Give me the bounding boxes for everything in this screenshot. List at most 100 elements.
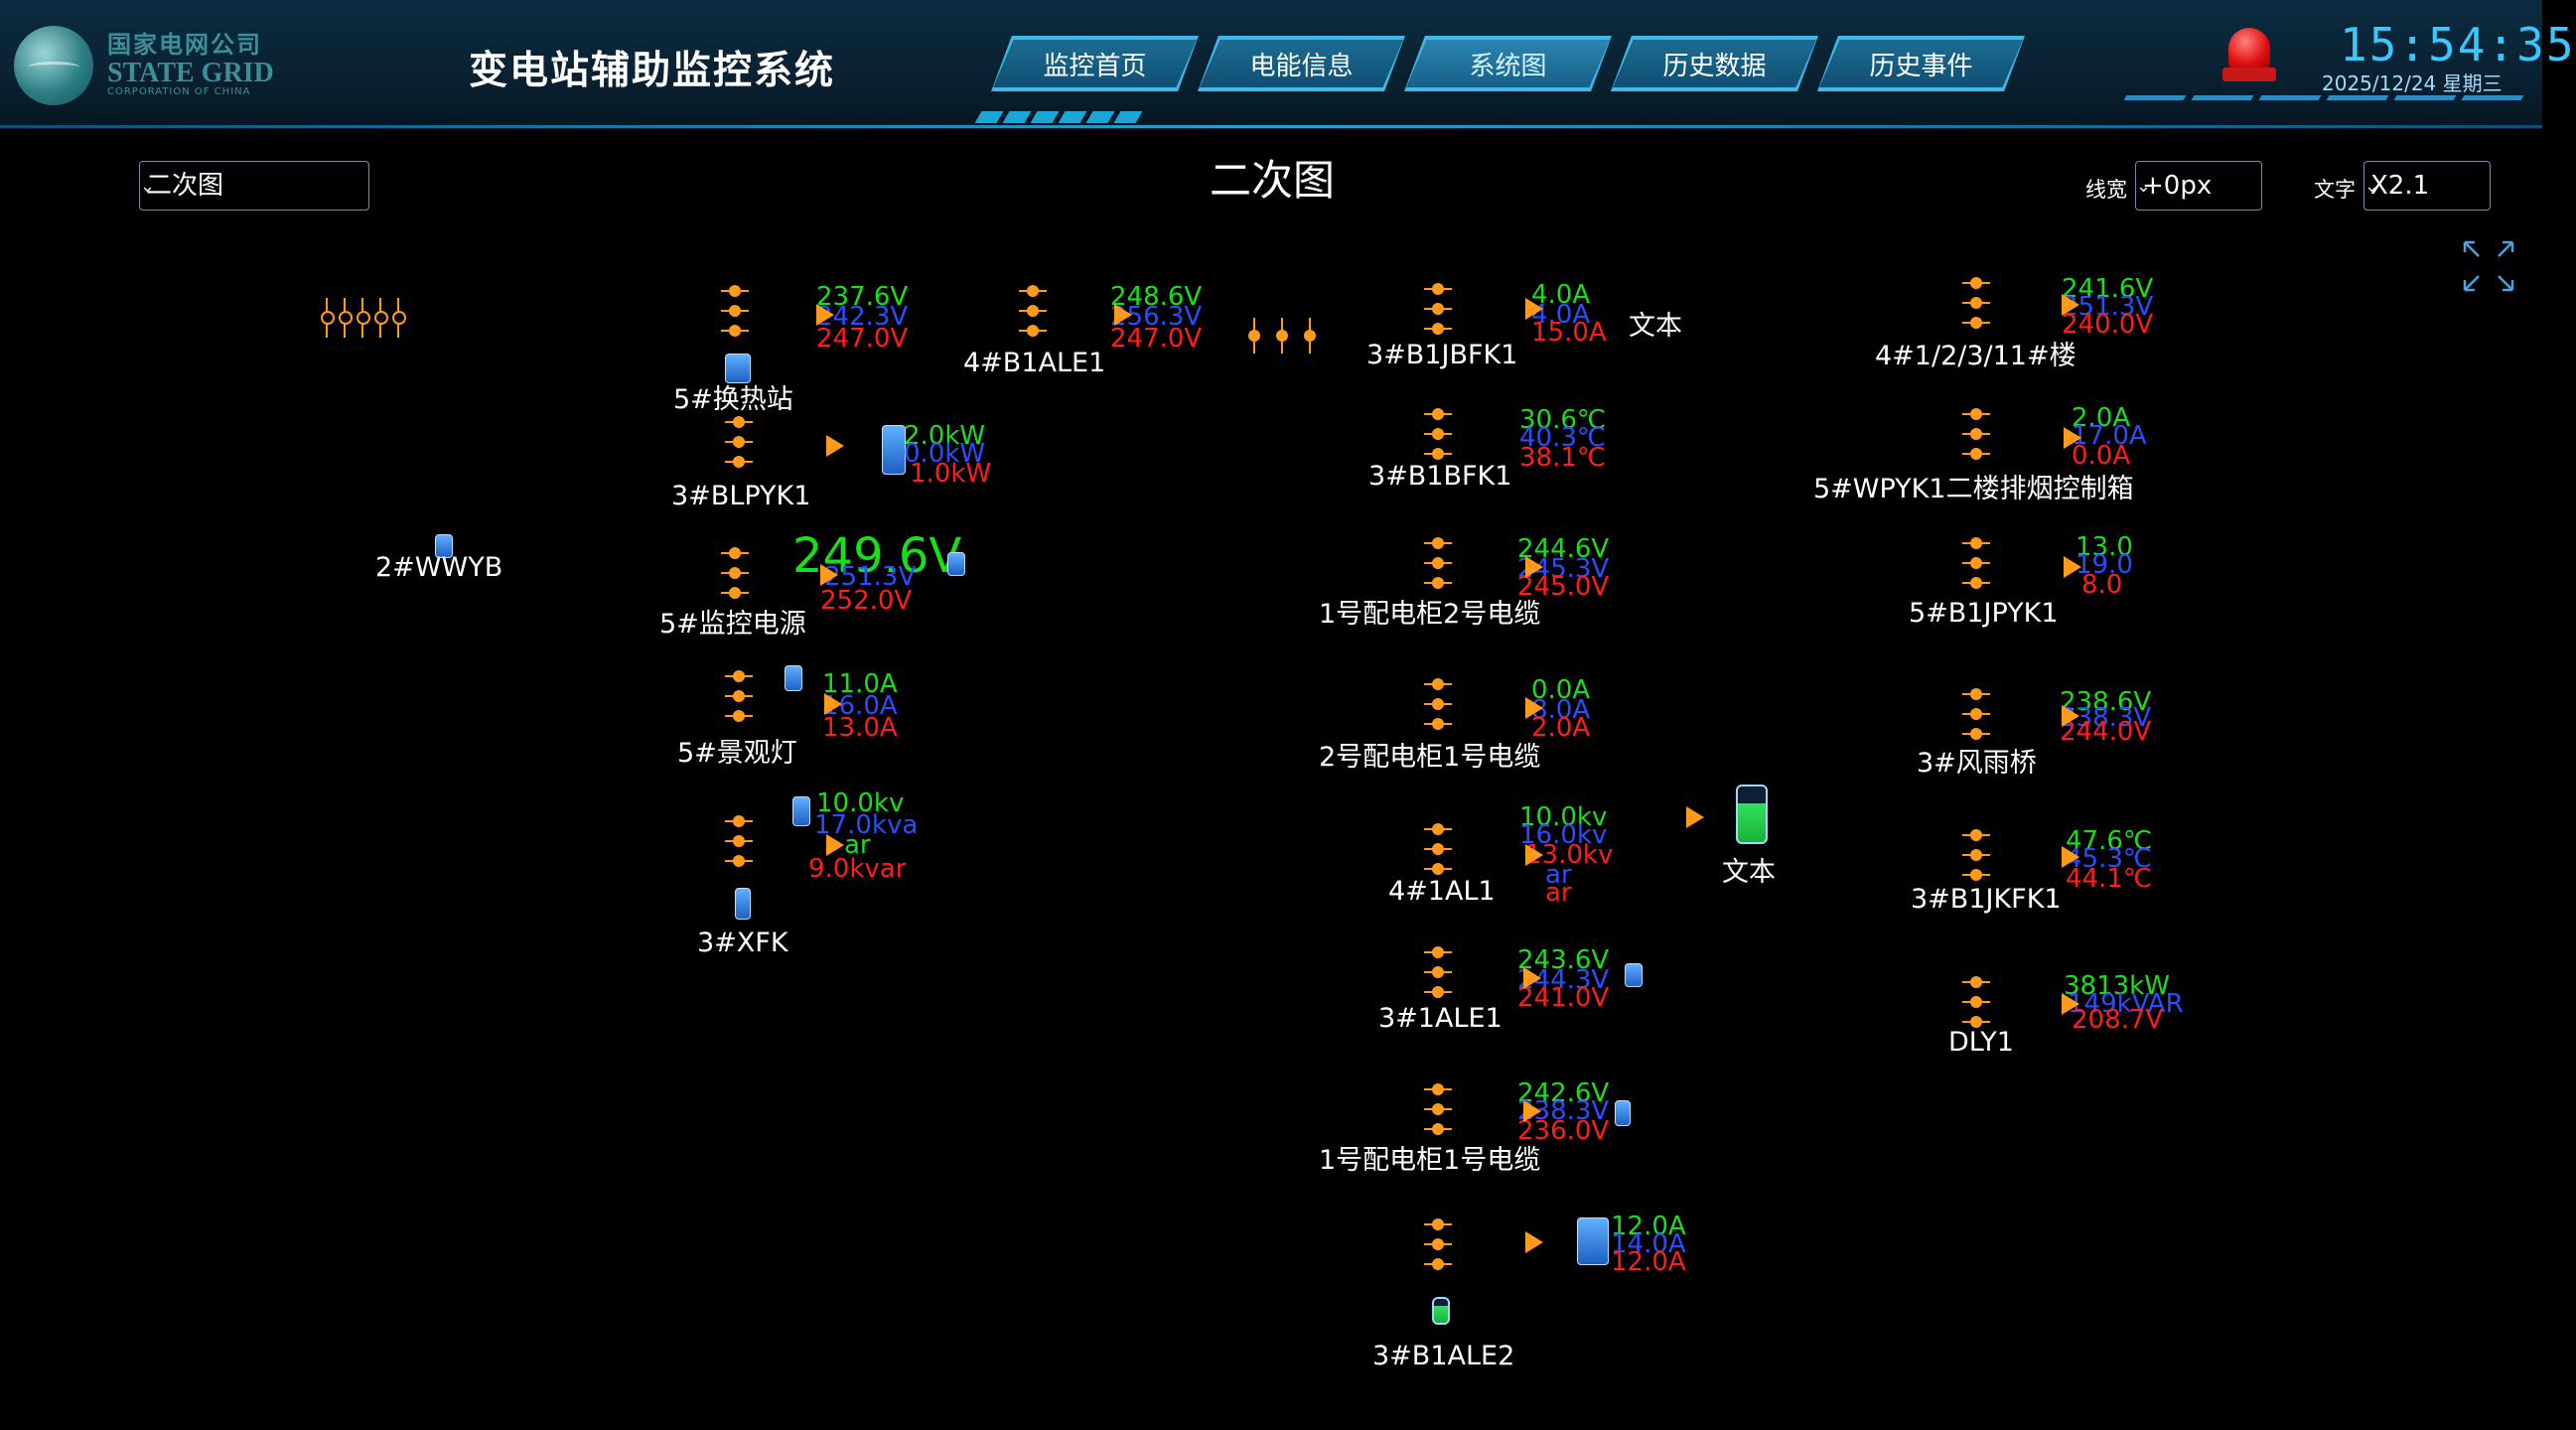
flow-arrow-icon — [1525, 298, 1543, 320]
meter-device-icon[interactable] — [1577, 1217, 1609, 1265]
value-reading: 40.3℃ — [1519, 423, 1607, 453]
chevron-down-icon: ⌄ — [140, 175, 156, 197]
value-reading: 2.0A — [1531, 713, 1591, 743]
value-reading: 3813kW — [2064, 971, 2170, 1001]
node-label[interactable]: 3#风雨桥 — [1917, 748, 2037, 779]
switch-stack-icon — [1424, 278, 1452, 338]
switch-stack-icon — [721, 280, 749, 340]
value-reading: 17.0A — [2072, 421, 2147, 451]
text-item[interactable]: 文本 — [1629, 311, 1682, 342]
node-label[interactable]: 5#监控电源 — [659, 609, 806, 640]
node-label[interactable]: 2#WWYB — [375, 552, 503, 583]
value-reading: 15.0A — [1531, 318, 1607, 348]
node-label[interactable]: 5#换热站 — [673, 384, 793, 415]
sensor-icon[interactable] — [792, 796, 810, 826]
flow-arrow-icon — [2062, 294, 2079, 316]
value-reading: 38.1℃ — [1519, 443, 1607, 473]
value-reading: 13.0 — [2075, 532, 2133, 562]
node-label[interactable]: 4#1/2/3/11#楼 — [1875, 341, 2076, 371]
nav-tab-energy[interactable]: 电能信息 — [1200, 40, 1403, 87]
device-icon[interactable] — [725, 354, 751, 383]
flow-arrow-icon — [1686, 806, 1704, 828]
nav-tab-system-diagram[interactable]: 系统图 — [1406, 40, 1610, 87]
device-icon[interactable] — [435, 534, 453, 558]
value-reading: 2.0A — [2072, 403, 2131, 433]
node-label[interactable]: 5#景观灯 — [677, 738, 797, 769]
text-size-select[interactable]: X2.1⌄ — [2363, 161, 2491, 211]
breaker-group-icon — [320, 298, 406, 338]
logo-line-3: CORPORATION OF CHINA — [107, 86, 251, 98]
device-icon[interactable] — [1625, 963, 1643, 987]
text-size-label: 文字 — [2314, 178, 2356, 202]
node-label[interactable]: 5#WPYK1二楼排烟控制箱 — [1813, 474, 2134, 504]
battery-icon[interactable] — [1736, 785, 1768, 844]
clock-date: 2025/12/24 星期三 — [2322, 72, 2503, 95]
node-label[interactable]: 1号配电柜2号电缆 — [1319, 599, 1541, 630]
nav-tab-home[interactable]: 监控首页 — [993, 40, 1197, 87]
switch-stack-icon — [1424, 673, 1452, 733]
value-reading: 240.0V — [2062, 310, 2154, 340]
node-label[interactable]: 3#B1ALE2 — [1372, 1341, 1515, 1371]
sensor-icon[interactable] — [735, 888, 751, 920]
device-icon[interactable] — [785, 665, 802, 691]
diagram-select[interactable]: 二次图⌄ — [139, 161, 369, 211]
flow-arrow-icon — [1523, 1100, 1541, 1122]
value-reading: ar — [1545, 860, 1572, 890]
node-label[interactable]: DLY1 — [1948, 1027, 2014, 1058]
value-reading: 44.1℃ — [2066, 864, 2153, 894]
device-icon[interactable] — [947, 552, 965, 576]
flow-arrow-icon — [2062, 846, 2079, 868]
flow-arrow-icon — [820, 564, 838, 586]
flow-arrow-icon — [816, 304, 834, 326]
page-title: 二次图 — [1210, 156, 1336, 205]
switch-stack-icon — [1424, 818, 1452, 878]
header-bar: 国家电网公司 STATE GRID CORPORATION OF CHINA 变… — [0, 0, 2574, 129]
node-label[interactable]: 3#XFK — [697, 928, 788, 958]
node-label[interactable]: 1号配电柜1号电缆 — [1319, 1145, 1541, 1176]
node-label[interactable]: 4#B1ALE1 — [963, 348, 1106, 378]
device-icon[interactable] — [882, 425, 906, 475]
node-label[interactable]: 2号配电柜1号电缆 — [1319, 742, 1541, 773]
flow-arrow-icon — [1525, 697, 1543, 719]
node-label[interactable]: 3#B1JBFK1 — [1366, 340, 1518, 370]
device-icon[interactable] — [1615, 1100, 1631, 1126]
flow-arrow-icon — [2062, 705, 2079, 727]
switch-stack-icon — [1424, 403, 1452, 463]
switch-stack-icon — [1962, 403, 1990, 463]
nav-tab-history-events[interactable]: 历史事件 — [1819, 40, 2023, 87]
node-label[interactable]: 3#BLPYK1 — [671, 481, 811, 511]
value-reading: 247.0V — [816, 324, 909, 354]
value-reading: 247.0V — [1110, 324, 1203, 354]
switch-stack-icon — [1962, 971, 1990, 1031]
fullscreen-icon[interactable] — [2461, 238, 2516, 294]
switch-stack-icon — [725, 665, 753, 725]
node-label[interactable]: 3#B1BFK1 — [1368, 461, 1512, 492]
flow-arrow-icon — [1525, 556, 1543, 578]
value-reading: 10.0kv — [1519, 802, 1608, 832]
value-reading: 16.0kv — [1519, 820, 1608, 850]
nav-tab-history-data[interactable]: 历史数据 — [1613, 40, 1816, 87]
logo-line-1: 国家电网公司 — [107, 31, 262, 60]
text-item[interactable]: 文本 — [1722, 857, 1776, 888]
node-label[interactable]: 5#B1JPYK1 — [1909, 598, 2059, 629]
alarm-light-icon[interactable] — [2222, 28, 2276, 87]
node-label[interactable]: 3#B1JKFK1 — [1911, 884, 2062, 915]
value-reading: 19.0 — [2075, 550, 2133, 580]
value-reading: 12.0A — [1611, 1247, 1686, 1277]
battery-icon[interactable] — [1432, 1297, 1450, 1325]
flow-arrow-icon — [1114, 304, 1132, 326]
flow-arrow-icon — [2064, 427, 2081, 449]
node-label[interactable]: 4#1AL1 — [1388, 876, 1496, 907]
value-reading: 8.0 — [2081, 570, 2123, 600]
value-reading: 30.6℃ — [1519, 405, 1607, 435]
flow-arrow-icon — [2064, 556, 2081, 578]
flow-arrow-icon — [1523, 967, 1541, 989]
node-label[interactable]: 3#1ALE1 — [1378, 1003, 1503, 1034]
value-reading: 208.7V — [2072, 1005, 2164, 1035]
line-width-select[interactable]: +0px⌄ — [2135, 161, 2262, 211]
value-reading: 245.0V — [1517, 572, 1610, 602]
globe-logo-icon — [14, 26, 93, 105]
value-reading: 17.0kva — [814, 810, 919, 840]
value-reading: 251.3V — [824, 562, 917, 592]
